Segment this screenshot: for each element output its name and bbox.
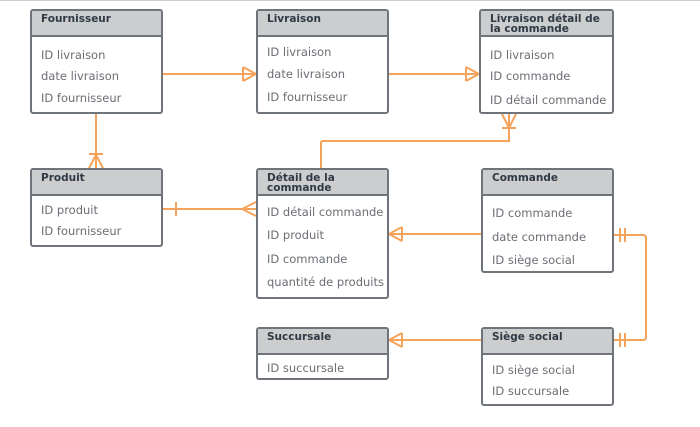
entity-attribute: date commande [492, 230, 587, 244]
rel-produit-detail-commande [163, 201, 257, 217]
entity-attribute: date livraison [267, 67, 346, 81]
entity-title: Livraison [258, 11, 387, 37]
entity-title: Succursale [258, 329, 387, 355]
rel-succursale-siege-social [388, 332, 481, 348]
rel-fournisseur-livraison [163, 66, 257, 82]
entity-attribute: ID siège social [492, 363, 575, 377]
entity-detail-commande[interactable]: Détail de la commande ID détail commande… [256, 168, 389, 299]
entity-attribute: ID commande [492, 206, 573, 220]
entity-title: Livraison détail de la commande [481, 11, 612, 37]
rel-livraison-livraison-detail [389, 66, 480, 82]
entity-produit[interactable]: Produit ID produit ID fournisseur [30, 168, 163, 247]
entity-attribute: ID commande [490, 69, 571, 83]
rel-detail-commande-livraison-detail [320, 113, 517, 168]
entity-title: Commande [483, 170, 612, 196]
entity-succursale[interactable]: Succursale ID succursale [256, 327, 389, 380]
entity-attribute: ID succursale [267, 361, 345, 375]
entity-attribute: ID commande [267, 252, 348, 266]
entity-attribute: ID fournisseur [41, 91, 122, 105]
rel-commande-siege-social [614, 228, 647, 347]
entity-title: Détail de la commande [258, 170, 387, 196]
entity-title: Siège social [483, 329, 612, 355]
entity-attribute: ID produit [267, 228, 325, 242]
entity-attribute: date livraison [41, 69, 120, 83]
entity-attribute: ID produit [41, 203, 99, 217]
entity-title: Fournisseur [32, 11, 161, 37]
entity-title: Produit [32, 170, 161, 196]
entity-livraison[interactable]: Livraison ID livraison date livraison ID… [256, 9, 389, 114]
entity-attribute: ID livraison [41, 48, 106, 62]
entity-attribute: ID succursale [492, 384, 570, 398]
entity-attribute: quantité de produits [267, 275, 384, 289]
top-divider [0, 0, 700, 1]
entity-attribute: ID livraison [267, 45, 332, 59]
entity-commande[interactable]: Commande ID commande date commande ID si… [481, 168, 614, 273]
entity-fournisseur[interactable]: Fournisseur ID livraison date livraison … [30, 9, 163, 114]
entity-attribute: ID livraison [490, 48, 555, 62]
rel-fournisseur-produit [88, 114, 104, 169]
entity-attribute: ID détail commande [490, 93, 607, 107]
entity-attribute: ID détail commande [267, 205, 384, 219]
entity-attribute: ID fournisseur [41, 224, 122, 238]
rel-detail-commande-commande [388, 226, 481, 242]
entity-attribute: ID siège social [492, 253, 575, 267]
entity-siege-social[interactable]: Siège social ID siège social ID succursa… [481, 327, 614, 406]
entity-attribute: ID fournisseur [267, 90, 348, 104]
entity-livraison-detail-commande[interactable]: Livraison détail de la commande ID livra… [479, 9, 614, 114]
